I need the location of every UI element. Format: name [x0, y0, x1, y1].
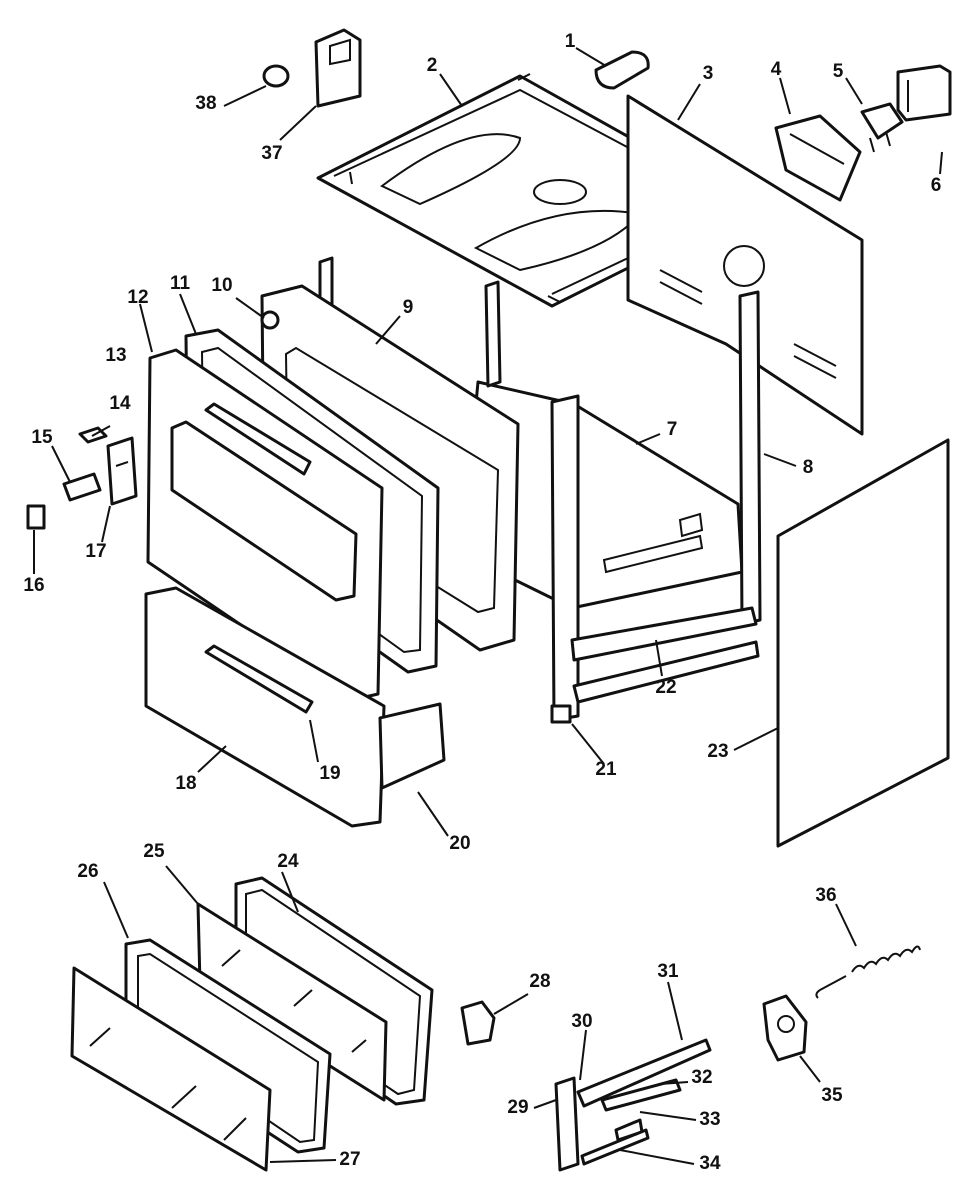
callout-4: 4	[771, 59, 782, 80]
callout-36: 36	[815, 885, 836, 906]
callout-35: 35	[821, 1085, 843, 1106]
part-31-hinge-arm	[576, 1038, 712, 1108]
callout-6: 6	[931, 175, 942, 196]
callout-29: 29	[507, 1097, 528, 1118]
part-22-bottom-rail	[570, 606, 760, 704]
callout-28: 28	[529, 971, 550, 992]
callout-14: 14	[109, 393, 131, 414]
part-3-back-panel	[626, 94, 864, 436]
callout-1: 1	[565, 31, 576, 52]
part-4-bracket	[774, 114, 862, 202]
callout-34: 34	[699, 1153, 721, 1174]
callout-9: 9	[403, 297, 414, 318]
callout-11: 11	[170, 273, 191, 294]
part-29-hinge-receptacle	[554, 1076, 580, 1172]
callout-30: 30	[571, 1011, 592, 1032]
callout-5: 5	[833, 61, 844, 82]
callout-12: 12	[127, 287, 148, 308]
callout-23: 23	[707, 741, 728, 762]
callout-37: 37	[261, 143, 282, 164]
part-21-leveling-leg	[550, 704, 572, 724]
parts-artwork	[26, 28, 952, 1172]
part-32-hinge-link	[600, 1078, 682, 1142]
part-28-bracket	[460, 1000, 496, 1046]
part-36-spring	[815, 945, 921, 999]
callout-13: 13	[105, 345, 126, 366]
callout-38: 38	[195, 93, 216, 114]
callout-15: 15	[31, 427, 53, 448]
part-15-hinge-bracket	[62, 472, 102, 502]
part-38-knob	[262, 64, 290, 88]
callout-21: 21	[595, 759, 617, 780]
part-10-plug	[260, 310, 280, 330]
part-20-drawer-body	[378, 702, 446, 790]
callout-18: 18	[175, 773, 196, 794]
callout-10: 10	[211, 275, 232, 296]
callout-numbers: 1 2 3 4 5 6 7 8 9 10 11 12 13 14 15 16 1…	[23, 31, 941, 1174]
part-27-outer-glass	[70, 966, 272, 1172]
callout-2: 2	[427, 55, 438, 76]
part-6-side-bracket	[896, 64, 952, 122]
callout-3: 3	[703, 63, 714, 84]
callout-19: 19	[319, 763, 340, 784]
callout-31: 31	[657, 961, 679, 982]
callout-33: 33	[699, 1109, 720, 1130]
part-23-side-panel	[776, 438, 950, 848]
part-37-cover	[314, 28, 362, 108]
callout-25: 25	[143, 841, 165, 862]
part-25-inner-glass	[196, 902, 388, 1102]
part-1-vent-trim	[594, 50, 650, 90]
part-13-door-trim	[170, 402, 358, 602]
callout-17: 17	[85, 541, 106, 562]
callout-26: 26	[77, 861, 98, 882]
callout-8: 8	[803, 457, 814, 478]
callout-16: 16	[23, 575, 44, 596]
callout-7: 7	[667, 419, 678, 440]
part-17-latch	[106, 436, 138, 506]
callout-32: 32	[691, 1067, 712, 1088]
part-16-switch	[26, 504, 46, 530]
callout-20: 20	[449, 833, 470, 854]
callout-24: 24	[277, 851, 299, 872]
callout-27: 27	[339, 1149, 360, 1170]
part-5-terminal-block	[860, 102, 904, 153]
leader-lines	[33, 47, 943, 1165]
part-34-hinge-pin	[580, 1128, 650, 1166]
callout-22: 22	[655, 677, 676, 698]
part-18-drawer-front	[144, 586, 386, 828]
part-35-hinge-plate	[762, 994, 808, 1062]
